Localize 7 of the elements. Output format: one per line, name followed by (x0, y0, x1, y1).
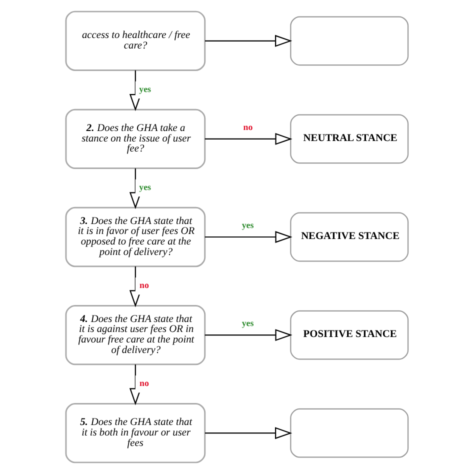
edge-label: yes (242, 220, 254, 230)
edge-label: no (140, 280, 149, 290)
edge-label: no (243, 122, 253, 132)
edge-label: yes (139, 182, 152, 192)
edge-label: yes (242, 318, 254, 328)
edge-label: no (140, 378, 149, 388)
edge-label: yes (139, 84, 152, 94)
